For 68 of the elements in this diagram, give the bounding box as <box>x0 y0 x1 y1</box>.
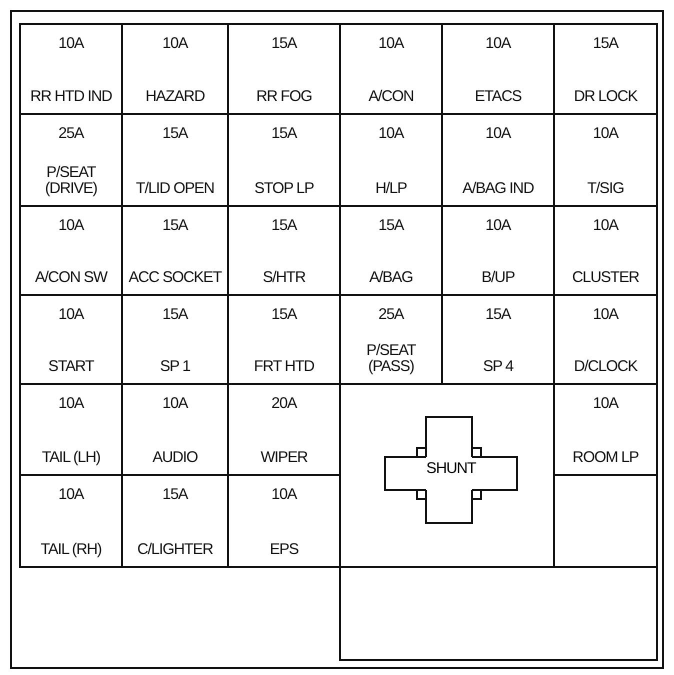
fuse-rating: 10A <box>484 35 512 53</box>
fuse-name: SP 1 <box>158 359 192 375</box>
fuse-name: START <box>47 359 96 375</box>
fuse-rating: 15A <box>161 486 190 504</box>
fuse-rating: 10A <box>484 125 512 143</box>
fuse-rating: 20A <box>270 395 298 413</box>
fuse-rating: 10A <box>57 306 86 324</box>
fuse-slot <box>19 474 123 568</box>
fuse-name: C/LIGHTER <box>136 542 214 558</box>
fuse-name: AUDIO <box>151 450 199 466</box>
fuse-name: DR LOCK <box>572 89 639 105</box>
fuse-rating: 10A <box>377 35 406 53</box>
fuse-name: ETACS <box>474 89 522 105</box>
fuse-name: WIPER <box>260 450 308 466</box>
fuse-slot <box>553 23 658 115</box>
fuse-rating: 15A <box>484 306 512 324</box>
fuse-name: S/HTR <box>262 270 306 286</box>
fuse-rating: 15A <box>270 35 298 53</box>
fuse-rating: 10A <box>592 217 620 235</box>
fuse-name: A/CON <box>367 89 415 105</box>
fuse-name: A/BAG <box>368 270 414 286</box>
fuse-rating: 25A <box>377 306 406 324</box>
fuse-name: P/SEAT (PASS) <box>365 343 417 375</box>
fuse-rating: 10A <box>57 217 86 235</box>
fuse-rating: 10A <box>161 395 190 413</box>
fuse-name: EPS <box>268 542 300 558</box>
fuse-name: T/SIG <box>586 181 625 197</box>
fuse-name: RR FOG <box>255 89 313 105</box>
fuse-name: A/BAG IND <box>461 181 535 197</box>
fuse-rating: 10A <box>161 35 190 53</box>
fuse-name: SP 4 <box>482 359 514 375</box>
fuse-name: T/LID OPEN <box>134 181 216 197</box>
fuse-rating: 15A <box>270 306 298 324</box>
fuse-name: ACC SOCKET <box>128 270 223 286</box>
fuse-slot <box>19 23 123 115</box>
fuse-name: B/UP <box>480 270 516 286</box>
fuse-name: P/SEAT (DRIVE) <box>44 165 98 197</box>
fuse-rating: 10A <box>57 35 86 53</box>
fuse-rating: 10A <box>57 486 86 504</box>
fuse-name: STOP LP <box>253 181 315 197</box>
fuse-name: H/LP <box>374 181 408 197</box>
fuse-rating: 15A <box>161 306 190 324</box>
fuse-rating: 10A <box>484 217 512 235</box>
fuse-rating: 10A <box>592 395 620 413</box>
fuse-rating: 10A <box>592 125 620 143</box>
fuse-rating: 15A <box>377 217 406 235</box>
fuse-rating: 15A <box>161 125 190 143</box>
fuse-name: CLUSTER <box>571 270 640 286</box>
fuse-rating: 15A <box>270 125 298 143</box>
fuse-name: D/CLOCK <box>572 359 639 375</box>
fuse-name: A/CON SW <box>34 270 108 286</box>
fuse-rating: 10A <box>377 125 406 143</box>
fuse-rating: 15A <box>161 217 190 235</box>
fuse-name: TAIL (RH) <box>40 542 102 558</box>
fuse-rating: 15A <box>592 35 620 53</box>
fuse-name: RR HTD IND <box>29 89 113 105</box>
fuse-rating: 25A <box>57 125 86 143</box>
fuse-name: TAIL (LH) <box>40 450 102 466</box>
shunt-label: SHUNT <box>425 460 478 478</box>
fuse-rating: 10A <box>592 306 620 324</box>
fuse-name: HAZARD <box>144 89 206 105</box>
fuse-name: ROOM LP <box>572 450 640 466</box>
fuse-rating: 10A <box>57 395 86 413</box>
fuse-name: FRT HTD <box>252 359 316 375</box>
fuse-rating: 10A <box>270 486 298 504</box>
empty-slot <box>339 566 658 661</box>
shunt-connector <box>384 416 518 524</box>
fuse-rating: 15A <box>270 217 298 235</box>
